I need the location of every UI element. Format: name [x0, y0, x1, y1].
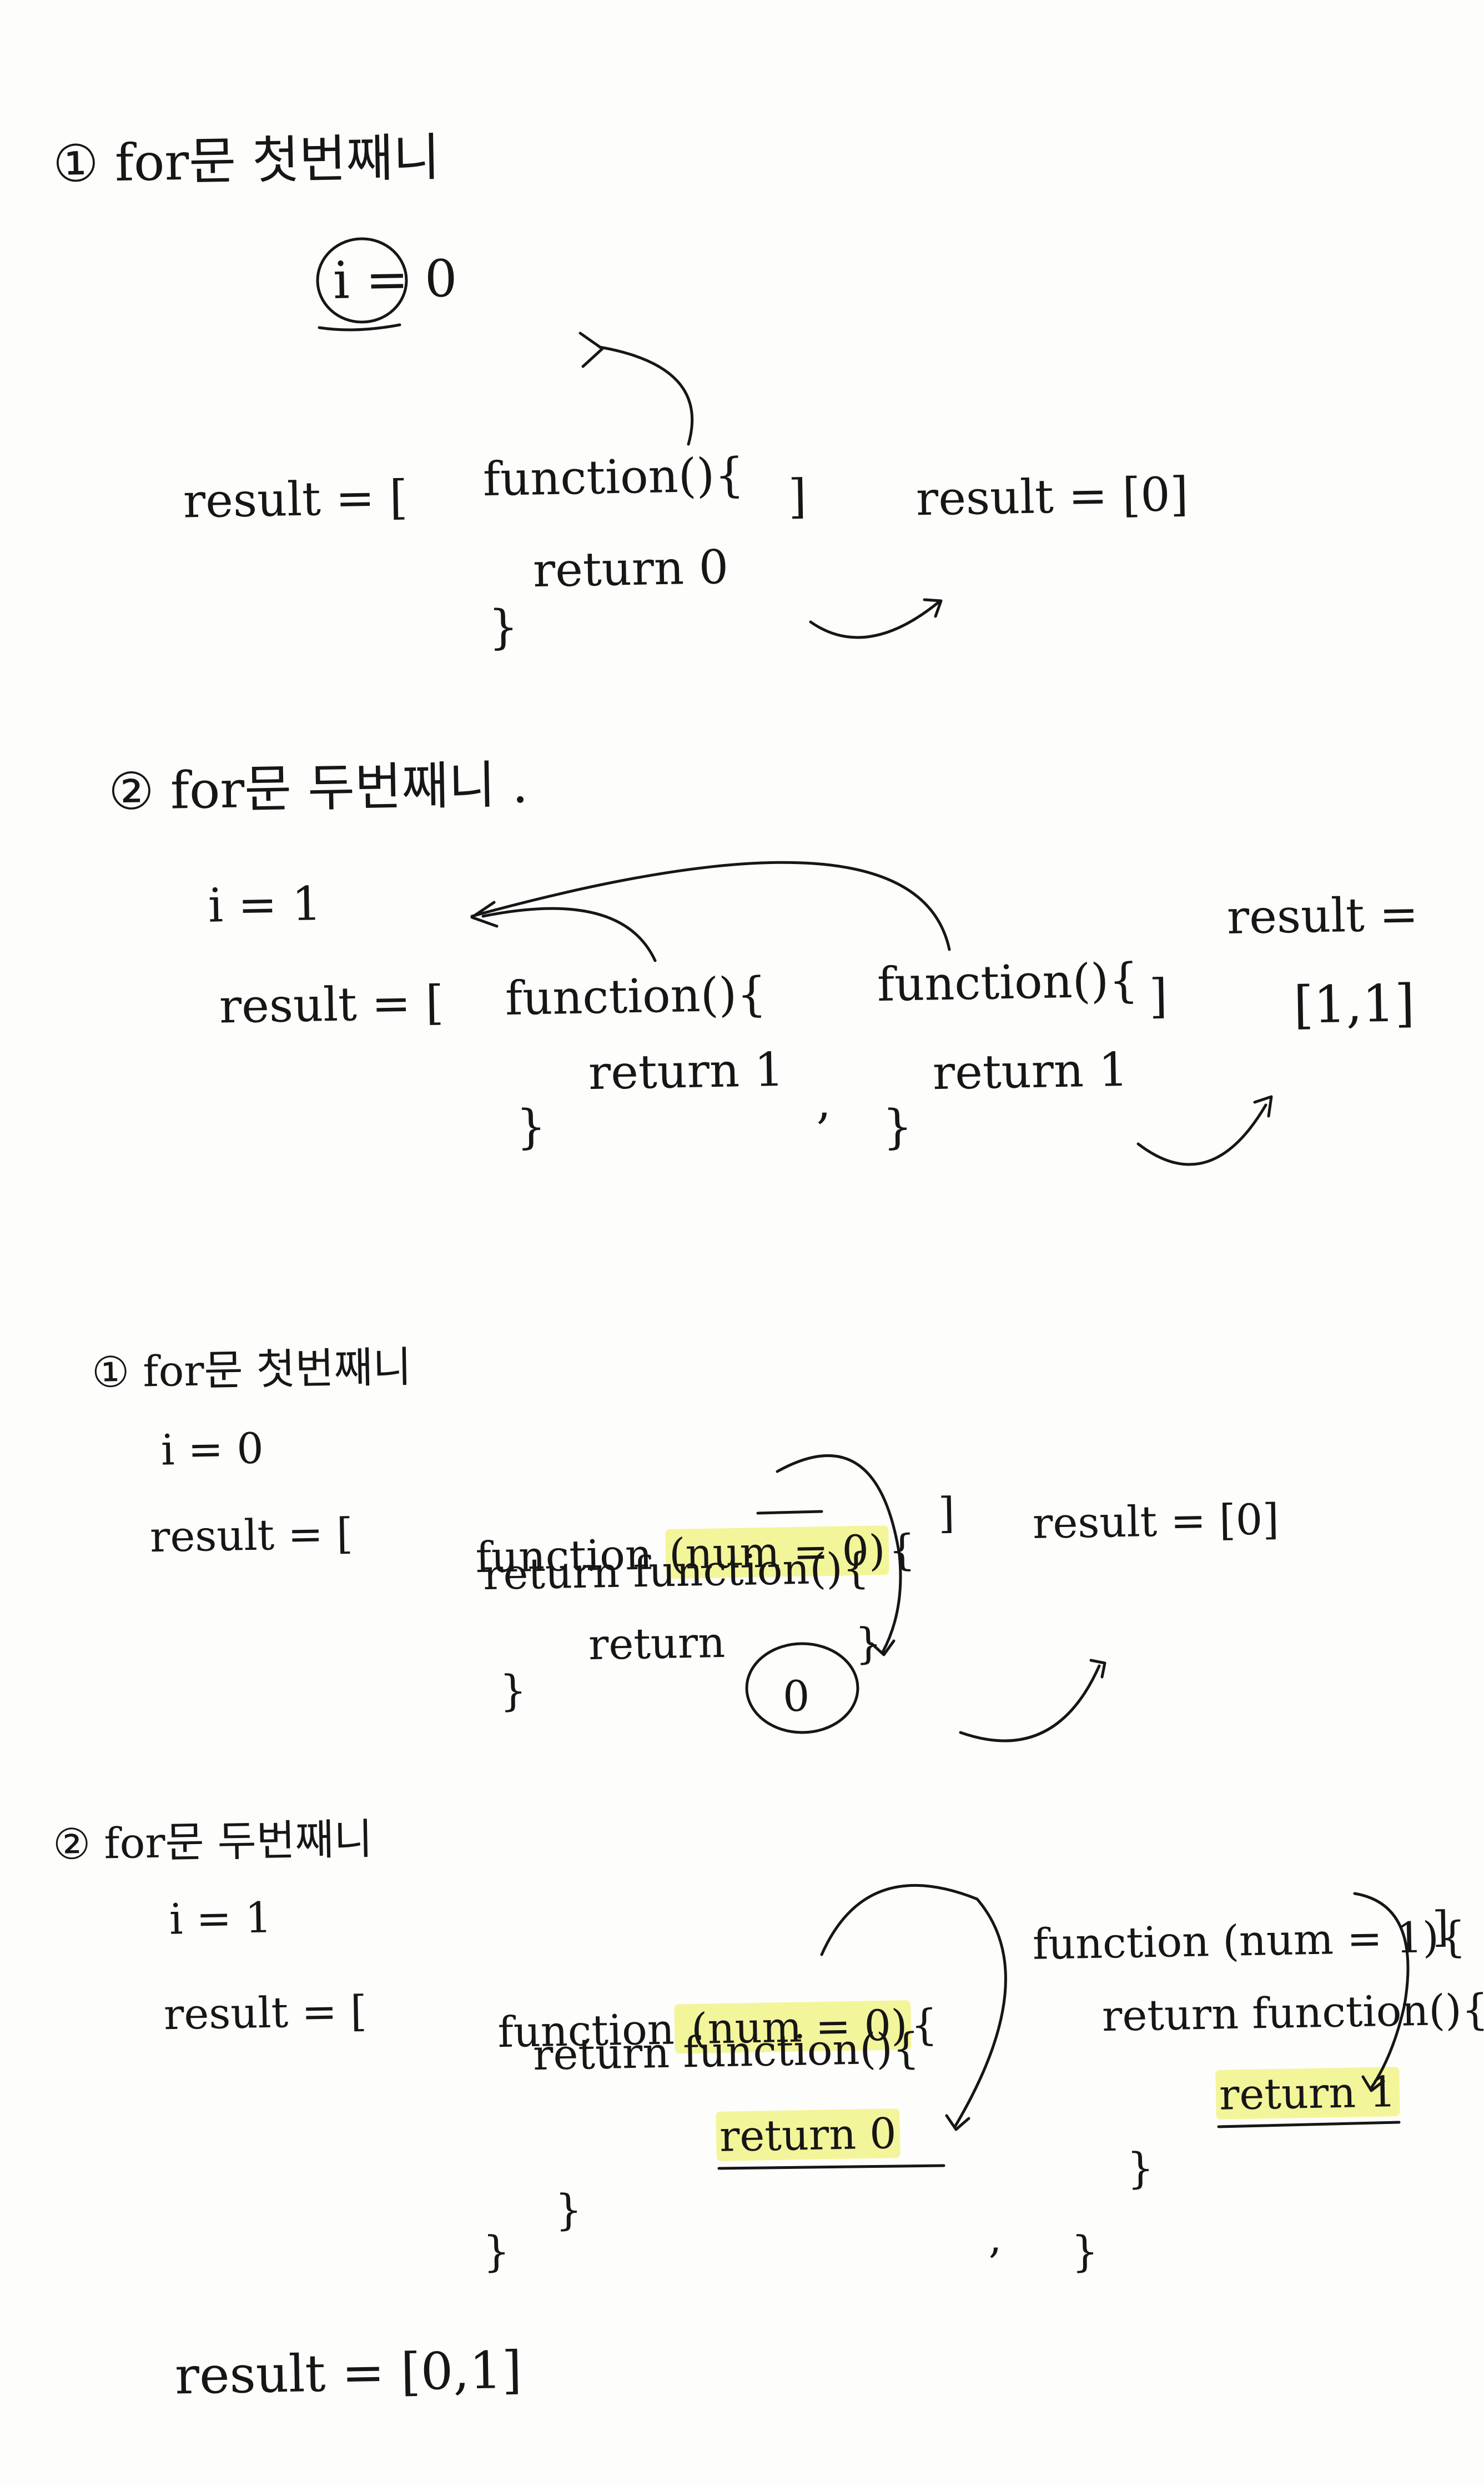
arrowhead-8 — [1361, 2075, 1385, 2092]
arrow-to-result-1 — [809, 601, 940, 639]
arrowhead-7 — [945, 2114, 970, 2131]
circle-inner-value — [745, 1642, 859, 1734]
arrow-f2-param-to-return — [1353, 1892, 1410, 2090]
arrow-f1-param-to-return — [820, 1884, 1007, 2128]
arrowhead-3 — [470, 901, 499, 928]
underline-f2-return — [1217, 2121, 1401, 2128]
underline-f1-return — [717, 2164, 945, 2170]
circle-i-mark — [316, 237, 408, 324]
arrowhead-4 — [1253, 1095, 1273, 1118]
underline-i-mark — [318, 323, 401, 332]
arrowhead-5 — [870, 1639, 896, 1656]
arrowhead-1 — [578, 332, 604, 368]
underline-param — [756, 1510, 823, 1515]
arrow-func1-to-i — [481, 907, 657, 962]
arrow-to-result-2 — [1136, 1103, 1267, 1166]
arrow-func2-to-i — [470, 861, 951, 951]
arrowhead-2 — [923, 598, 943, 618]
arrow-param-to-return — [776, 1454, 902, 1654]
arrow-to-result-3 — [959, 1664, 1101, 1742]
arrow-return-to-i — [598, 345, 694, 446]
arrowhead-6 — [1089, 1659, 1106, 1679]
